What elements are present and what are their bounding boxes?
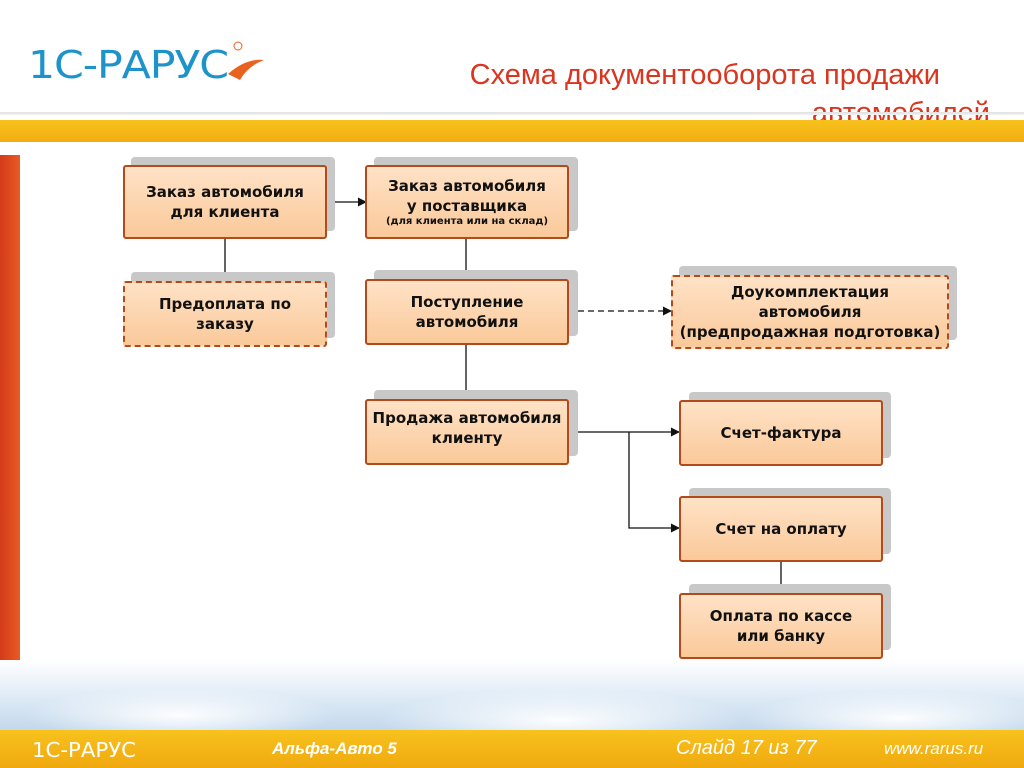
node-completion-line2: автомобиля bbox=[758, 303, 862, 321]
node-sale: Продажа автомобиля клиенту bbox=[365, 399, 569, 465]
top-accent-bar bbox=[0, 120, 1024, 142]
node-supplier-order-note: (для клиента или на склад) bbox=[385, 216, 549, 227]
node-prepayment-label: Предоплата по заказу bbox=[158, 295, 292, 333]
footer-logo-text: 1С-РАРУС bbox=[32, 738, 136, 762]
node-payment-bill-label: Счет на оплату bbox=[715, 520, 847, 538]
left-accent-bar bbox=[0, 155, 20, 715]
node-completion: Доукомплектация автомобиля (предпродажна… bbox=[671, 275, 949, 349]
node-completion-line3: (предпродажная подготовка) bbox=[679, 323, 941, 341]
rarus-logo: 1С-РАРУС bbox=[28, 41, 264, 87]
footer-product: Альфа-Авто 5 bbox=[272, 739, 397, 758]
node-prepayment: Предоплата по заказу bbox=[123, 281, 327, 347]
footer-slide-counter: Слайд 17 из 77 bbox=[676, 737, 817, 759]
node-sale-label: Продажа автомобиля клиенту bbox=[372, 409, 562, 447]
footer-bar: 1С-РАРУС Альфа-Авто 5 Слайд 17 из 77 www… bbox=[0, 730, 1024, 768]
rarus-logo-swoosh bbox=[228, 59, 264, 80]
header-divider bbox=[0, 112, 1024, 115]
sky-background bbox=[0, 660, 1024, 730]
node-supplier-order-line2: у поставщика bbox=[406, 197, 528, 215]
node-supplier-order: Заказ автомобиля у поставщика (для клиен… bbox=[365, 165, 569, 239]
footer-rarus-logo: 1С-РАРУС bbox=[32, 738, 136, 762]
node-client-order-label: Заказ автомобиля для клиента bbox=[146, 183, 304, 221]
node-payment-label: Оплата по кассе или банку bbox=[709, 607, 853, 645]
node-payment-bill: Счет на оплату bbox=[679, 496, 883, 562]
node-supplier-order-line1: Заказ автомобиля bbox=[388, 177, 546, 195]
node-invoice-label: Счет-фактура bbox=[720, 424, 842, 442]
node-invoice: Счет-фактура bbox=[679, 400, 883, 466]
registered-mark-icon bbox=[233, 41, 243, 51]
rarus-logo-text: 1С-РАРУС bbox=[28, 43, 228, 87]
node-client-order: Заказ автомобиля для клиента bbox=[123, 165, 327, 239]
page-title-line1: Схема документооборота продажи bbox=[469, 59, 940, 91]
node-completion-line1: Доукомплектация bbox=[731, 283, 889, 301]
footer-url-link[interactable]: www.rarus.ru bbox=[884, 739, 984, 758]
node-receipt: Поступление автомобиля bbox=[365, 279, 569, 345]
arrow-sale-to-payment-bill bbox=[628, 432, 680, 533]
node-payment: Оплата по кассе или банку bbox=[679, 593, 883, 659]
node-receipt-label: Поступление автомобиля bbox=[410, 293, 524, 331]
